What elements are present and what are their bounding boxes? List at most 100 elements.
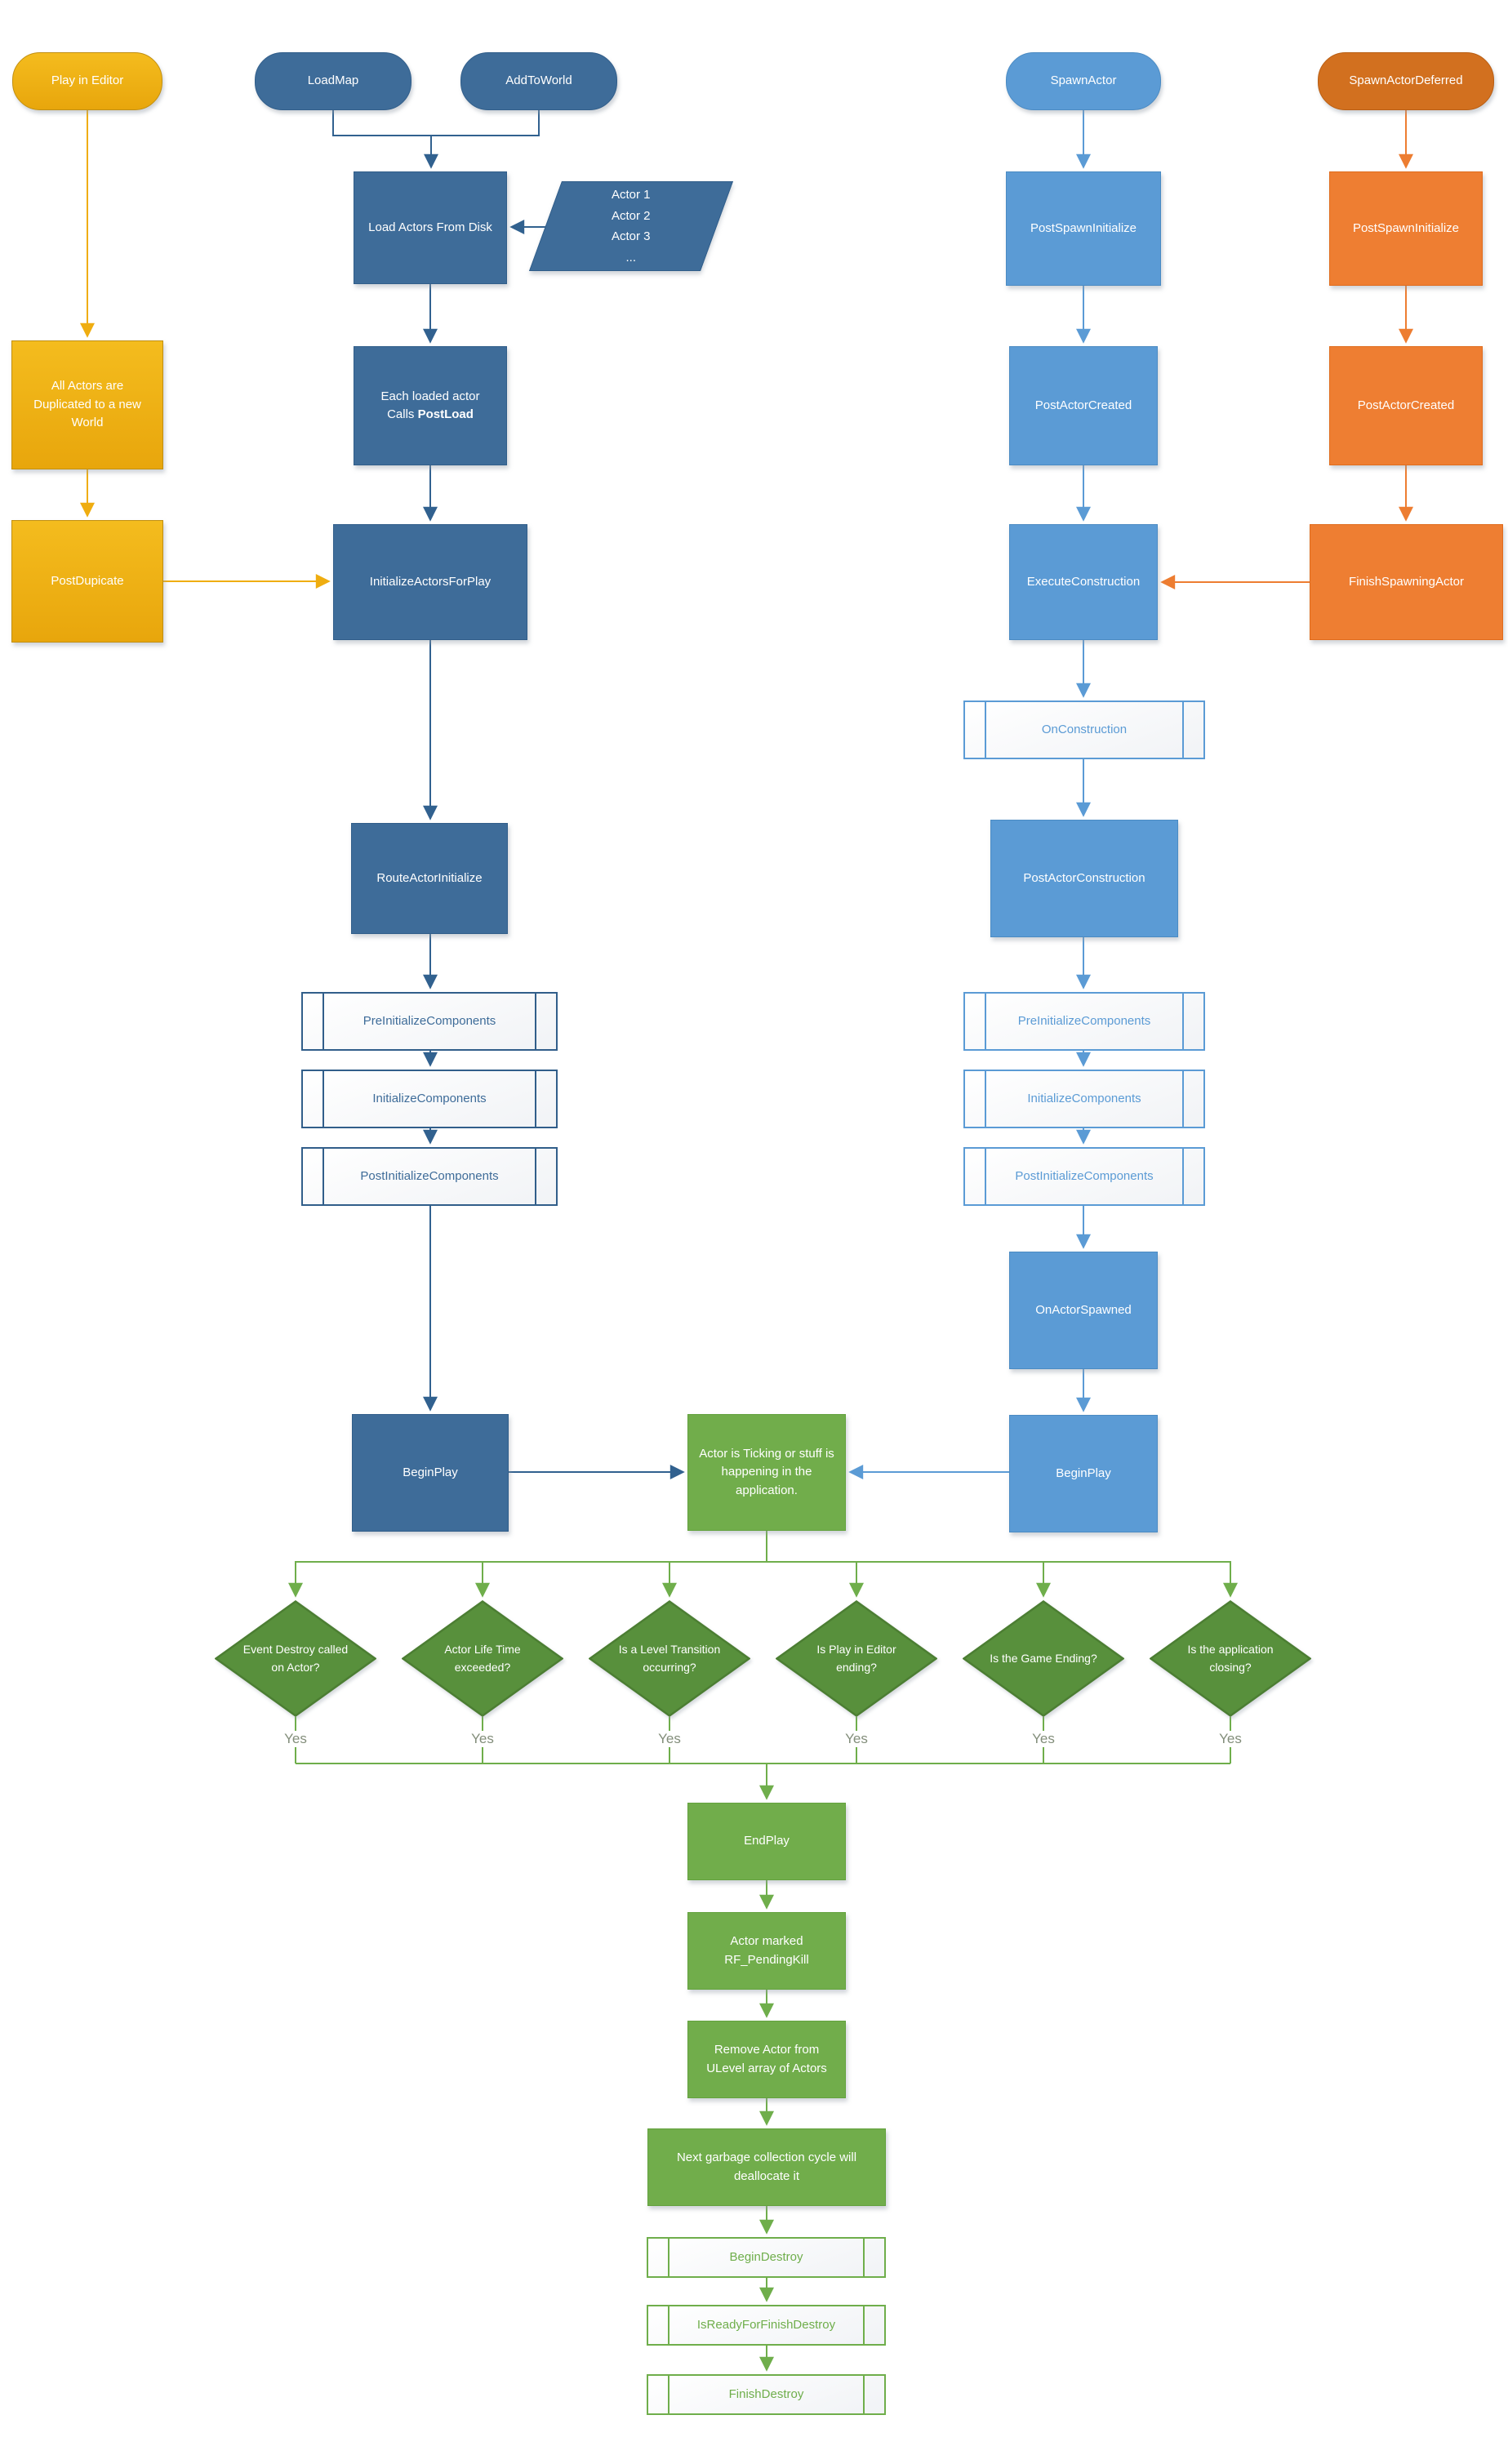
process-post-actor-created-orange: PostActorCreated: [1329, 346, 1483, 465]
label-bold: PostLoad: [417, 407, 474, 421]
subroutine-bar: [668, 2306, 669, 2344]
subroutine-bar: [1182, 1149, 1184, 1204]
process-label: PostDupicate: [51, 573, 124, 588]
process-actor-marked-pending-kill: Actor marked RF_PendingKill: [687, 1912, 846, 1990]
subroutine-bar: [323, 994, 324, 1049]
yes-label: Yes: [467, 1731, 498, 1747]
process-label: BeginPlay: [403, 1465, 458, 1479]
spawn-flow-connectors: [848, 110, 1091, 1479]
diamond-shape: [215, 1600, 376, 1717]
process-post-spawn-initialize-blue: PostSpawnInitialize: [1006, 171, 1161, 286]
decision-life-time-exceeded: Actor Life Time exceeded?: [402, 1600, 563, 1717]
subroutine-label: IsReadyForFinishDestroy: [696, 2317, 836, 2332]
terminal-play-in-editor: Play in Editor: [12, 52, 162, 110]
subroutine-label: PostInitializeComponents: [1015, 1168, 1154, 1183]
process-label: PostActorCreated: [1034, 398, 1132, 412]
process-begin-play-left: BeginPlay: [352, 1414, 509, 1532]
subroutine-bar: [1182, 1071, 1184, 1127]
terminal-label: AddToWorld: [505, 73, 572, 88]
decision-level-transition: Is a Level Transition occurring?: [589, 1600, 750, 1717]
actor-list-line: Actor 3: [612, 229, 651, 243]
process-initialize-actors-for-play: InitializeActorsForPlay: [333, 524, 527, 640]
actor-list-line: ...: [625, 250, 637, 265]
actor-list-line: Actor 1: [612, 188, 651, 202]
subroutine-is-ready-for-finish-destroy: IsReadyForFinishDestroy: [647, 2305, 886, 2346]
label-line: Calls: [387, 407, 418, 421]
yes-label: Yes: [841, 1731, 872, 1747]
process-label: BeginPlay: [1056, 1466, 1111, 1480]
yes-label: Yes: [654, 1731, 685, 1747]
decision-event-destroy: Event Destroy called on Actor?: [215, 1600, 376, 1717]
subroutine-finish-destroy: FinishDestroy: [647, 2374, 886, 2415]
process-label: PostSpawnInitialize: [1030, 220, 1137, 235]
terminal-label: Play in Editor: [51, 73, 124, 88]
process-finish-spawning-actor: FinishSpawningActor: [1310, 524, 1503, 640]
process-each-loaded-actor-postload: Each loaded actor Calls PostLoad: [354, 346, 507, 465]
diamond-shape: [1150, 1600, 1311, 1717]
subroutine-label: FinishDestroy: [728, 2386, 804, 2401]
subroutine-bar: [668, 2239, 669, 2276]
process-label: PostActorCreated: [1357, 398, 1455, 412]
process-post-spawn-initialize-orange: PostSpawnInitialize: [1329, 171, 1483, 286]
process-label: InitializeActorsForPlay: [369, 574, 492, 589]
decision-app-closing: Is the application closing?: [1150, 1600, 1311, 1717]
data-label: Actor 1 Actor 2 Actor 3 ...: [612, 185, 651, 268]
diamond-shape: [589, 1600, 750, 1717]
subroutine-post-initialize-components-right: PostInitializeComponents: [963, 1147, 1205, 1206]
subroutine-label: PostInitializeComponents: [360, 1168, 499, 1183]
diamond-shape: [963, 1600, 1124, 1717]
decision-pie-ending: Is Play in Editor ending?: [776, 1600, 937, 1717]
process-begin-play-right: BeginPlay: [1009, 1415, 1158, 1532]
subroutine-initialize-components-left: InitializeComponents: [301, 1070, 558, 1128]
terminal-label: SpawnActor: [1050, 73, 1117, 88]
yes-label: Yes: [1028, 1731, 1059, 1747]
subroutine-post-initialize-components-left: PostInitializeComponents: [301, 1147, 558, 1206]
process-garbage-collection: Next garbage collection cycle will deall…: [647, 2128, 886, 2206]
subroutine-bar: [323, 1149, 324, 1204]
subroutine-bar: [1182, 702, 1184, 758]
data-actor-list: Actor 1 Actor 2 Actor 3 ...: [528, 181, 734, 271]
subroutine-bar: [985, 702, 986, 758]
process-post-actor-created-blue: PostActorCreated: [1009, 346, 1158, 465]
subroutine-label: OnConstruction: [1041, 722, 1128, 736]
process-on-actor-spawned: OnActorSpawned: [1009, 1252, 1158, 1369]
process-label: Actor marked RF_PendingKill: [724, 1934, 809, 1967]
process-execute-construction: ExecuteConstruction: [1009, 524, 1158, 640]
process-label: FinishSpawningActor: [1349, 574, 1464, 589]
process-label: EndPlay: [744, 1834, 790, 1848]
process-label: PostSpawnInitialize: [1352, 220, 1460, 235]
subroutine-on-construction: OnConstruction: [963, 701, 1205, 759]
process-label: RouteActorInitialize: [376, 870, 483, 885]
terminal-label: LoadMap: [307, 73, 359, 88]
process-route-actor-initialize: RouteActorInitialize: [351, 823, 508, 934]
process-post-dupicate: PostDupicate: [11, 520, 163, 643]
terminal-label: SpawnActorDeferred: [1349, 73, 1463, 88]
decision-label: Event Destroy called on Actor?: [242, 1642, 349, 1674]
process-post-actor-construction: PostActorConstruction: [990, 820, 1178, 937]
diamond-shape: [776, 1600, 937, 1717]
process-label: Load Actors From Disk: [368, 220, 492, 234]
decision-label: Is a Level Transition occurring?: [618, 1642, 721, 1674]
process-remove-actor-from-ulevel: Remove Actor from ULevel array of Actors: [687, 2021, 846, 2098]
subroutine-bar: [535, 994, 536, 1049]
process-actor-ticking: Actor is Ticking or stuff is happening i…: [687, 1414, 846, 1531]
editor-flow-connectors: [80, 110, 331, 589]
subroutine-bar: [863, 2239, 865, 2276]
subroutine-begin-destroy: BeginDestroy: [647, 2237, 886, 2278]
process-end-play: EndPlay: [687, 1803, 846, 1880]
diamond-shape: [402, 1600, 563, 1717]
subroutine-label: PreInitializeComponents: [1017, 1013, 1151, 1028]
subroutine-bar: [535, 1071, 536, 1127]
process-label: Each loaded actor Calls PostLoad: [381, 388, 480, 425]
decision-label: Is the application closing?: [1187, 1642, 1274, 1674]
terminal-spawn-actor: SpawnActor: [1006, 52, 1161, 110]
subroutine-label: InitializeComponents: [372, 1091, 487, 1105]
subroutine-bar: [1182, 994, 1184, 1049]
decision-label: Is the Game Ending?: [990, 1651, 1097, 1665]
subroutine-label: PreInitializeComponents: [363, 1013, 496, 1028]
process-all-actors-duplicated: All Actors are Duplicated to a new World: [11, 340, 163, 469]
subroutine-initialize-components-right: InitializeComponents: [963, 1070, 1205, 1128]
process-label: PostActorConstruction: [1023, 870, 1145, 885]
